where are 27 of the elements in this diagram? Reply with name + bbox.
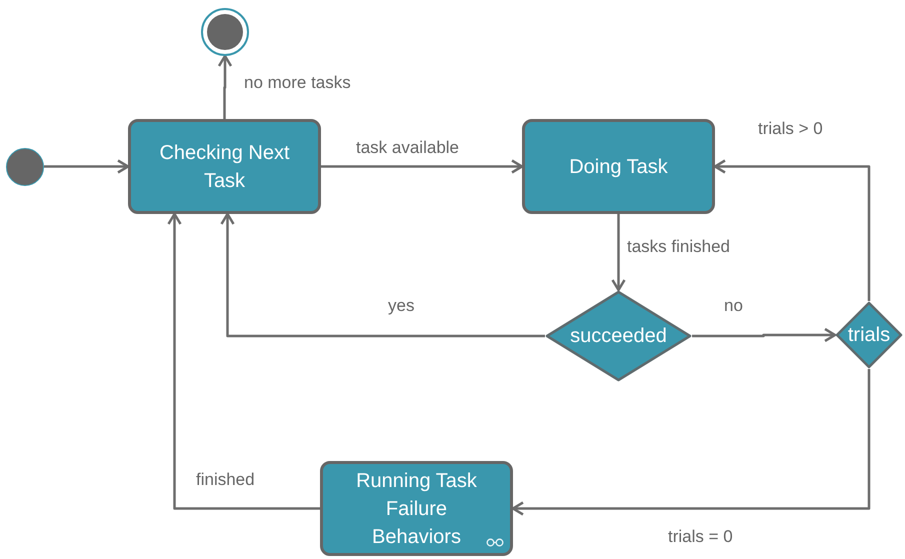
state-label: trials [848,323,890,348]
state-label: Checking Next Task [158,140,291,194]
edge-label: tasks finished [627,238,730,255]
edge-label: task available [356,139,460,156]
transition-arrow [692,328,836,342]
transition-arrow [714,159,870,301]
state-label: Doing Task [569,154,668,180]
state-box [128,119,321,214]
transition-arrow [218,54,232,119]
transition-arrow [167,212,320,510]
state-box [522,119,715,214]
edge-label: no more tasks [244,74,351,91]
edge-label: finished [196,471,255,488]
edge-label: no [724,297,743,314]
edge-label: trials > 0 [758,120,823,137]
decision-diamond [545,290,692,382]
transition-arrow [321,159,524,174]
state-label: Running Task Failure Behaviors [355,468,478,550]
transition-arrow [220,212,545,338]
transition-arrow [44,159,130,174]
state-label: succeeded [570,324,667,349]
state-box [320,461,513,556]
transition-arrow [512,369,870,516]
decision-diamond [835,301,903,369]
transition-arrow [611,214,626,292]
edge-label: trials = 0 [668,528,733,545]
edge-label: yes [388,297,414,314]
